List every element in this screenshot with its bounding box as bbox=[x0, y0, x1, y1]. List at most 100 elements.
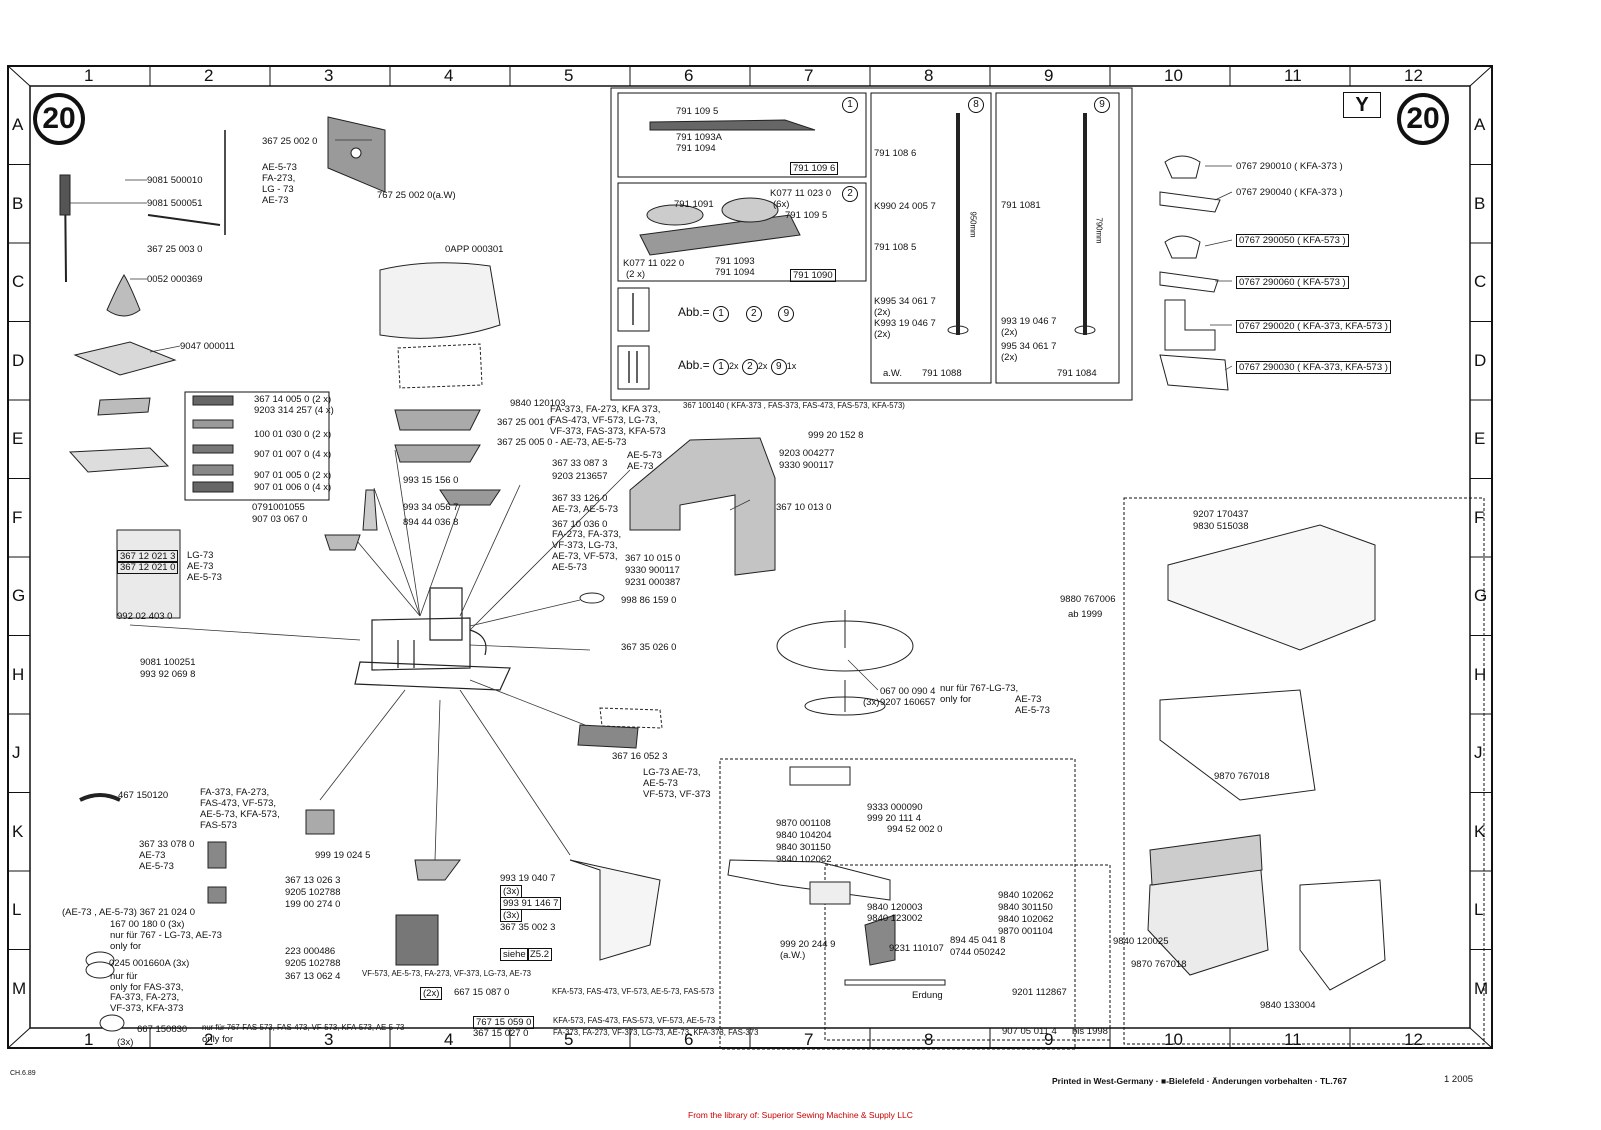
grid-row-D: D bbox=[12, 350, 25, 370]
part-label: K993 19 046 7 bbox=[874, 318, 936, 329]
inset-9-number: 9 bbox=[1094, 97, 1110, 113]
footer-printed: Printed in West-Germany · ■-Bielefeld · … bbox=[1052, 1076, 1347, 1086]
grid-row-C: C bbox=[1474, 272, 1487, 292]
grid-column-1: 1 bbox=[84, 66, 94, 85]
part-label: VF-373, LG-73, bbox=[552, 540, 618, 551]
inset-9-frame bbox=[995, 92, 1120, 384]
part-label: siehe bbox=[500, 948, 529, 961]
grid-row-B: B bbox=[12, 193, 24, 213]
grid-column-7: 7 bbox=[804, 1030, 814, 1049]
part-label: 9840 102062 bbox=[776, 854, 832, 865]
grid-row-M: M bbox=[1474, 978, 1489, 998]
part-label: 9880 767006 bbox=[1060, 594, 1116, 605]
part-label: 0767 290040 ( KFA-373 ) bbox=[1236, 187, 1343, 198]
part-label: 9231 110107 bbox=[889, 943, 944, 954]
part-label: VF-573, AE-5-73, FA-273, VF-373, LG-73, … bbox=[362, 969, 532, 978]
grid-column-4: 4 bbox=[444, 66, 454, 85]
part-label: 907 03 067 0 bbox=[252, 514, 308, 525]
part-label: 9840 120025 bbox=[1113, 936, 1169, 947]
grid-column-7: 7 bbox=[804, 66, 814, 85]
part-label: 9830 515038 bbox=[1193, 521, 1249, 532]
part-label: 999 20 244 9 bbox=[780, 939, 836, 950]
part-label: K077 11 023 0 bbox=[770, 188, 832, 199]
part-label: 9333 000090 bbox=[867, 802, 923, 813]
part-label: 367 12 021 0 bbox=[117, 561, 179, 574]
part-label: 9205 102788 bbox=[285, 958, 341, 969]
part-label: FA-373, FA-273, bbox=[110, 992, 180, 1003]
part-label: 0052 000369 bbox=[147, 274, 203, 285]
grid-row-K: K bbox=[12, 821, 24, 841]
page-badge-right: 20 bbox=[1397, 93, 1449, 145]
abb-qty: 1x bbox=[786, 361, 797, 371]
grid-row-C: C bbox=[12, 272, 25, 292]
grid-column-2: 2 bbox=[204, 66, 214, 85]
part-label: only for bbox=[202, 1034, 234, 1045]
grid-row-J: J bbox=[12, 743, 21, 763]
part-label: 767 15 059 0 bbox=[473, 1016, 535, 1029]
grid-row-L: L bbox=[1474, 900, 1484, 920]
part-label: FA-373, FA-273, VF-373, LG-73, AE-73, KF… bbox=[553, 1028, 759, 1037]
part-label: 994 52 002 0 bbox=[887, 824, 943, 835]
part-label: 9203 213657 bbox=[552, 471, 608, 482]
part-label: 9207 160657 bbox=[880, 697, 936, 708]
part-label: AE-5-73 bbox=[1015, 705, 1050, 716]
inset-9-assembly-label: 791 1084 bbox=[1057, 368, 1097, 379]
part-label: only for bbox=[110, 941, 142, 952]
inset-8-dimension: 950mm bbox=[968, 211, 978, 238]
motor-assembly-frame bbox=[719, 758, 1076, 1050]
grid-column-3: 3 bbox=[324, 1030, 334, 1049]
part-label: 999 19 024 5 bbox=[315, 850, 371, 861]
inset-8-frame bbox=[870, 92, 992, 384]
grid-column-9: 9 bbox=[1044, 66, 1054, 85]
page-badge-text: 20 bbox=[1406, 102, 1440, 135]
part-label: 9047 000011 bbox=[180, 341, 235, 352]
part-label: K077 11 022 0 bbox=[623, 258, 685, 269]
abb-qty: 2x bbox=[729, 361, 739, 371]
part-label: 791 1094 bbox=[715, 267, 755, 278]
inset-8-aw: a.W. bbox=[883, 368, 903, 379]
part-label: (3x) bbox=[500, 909, 523, 922]
part-label: 9870 001104 bbox=[998, 926, 1053, 937]
grid-row-F: F bbox=[1474, 507, 1485, 527]
part-label: 167 00 180 0 (3x) bbox=[110, 919, 185, 930]
abb-circle: 2 bbox=[741, 359, 758, 375]
part-label: Z5.2 bbox=[527, 948, 553, 961]
part-label: 0744 050242 bbox=[950, 947, 1006, 958]
part-label: 791 1081 bbox=[1001, 200, 1041, 211]
part-label: 9840 301150 bbox=[998, 902, 1053, 913]
grid-row-E: E bbox=[12, 429, 24, 449]
publisher-logo-icon: ■ bbox=[1160, 1076, 1167, 1086]
grid-column-10: 10 bbox=[1164, 1030, 1183, 1049]
part-qty: (2x) bbox=[874, 329, 891, 340]
part-label: nur für 767 - LG-73, AE-73 bbox=[110, 930, 222, 941]
grid-row-G: G bbox=[12, 586, 26, 606]
part-label: AE-5-73 bbox=[627, 450, 662, 461]
part-label: 791 1093A bbox=[676, 132, 722, 143]
grid-row-G: G bbox=[1474, 586, 1488, 606]
part-label: 9203 004277 bbox=[779, 448, 835, 459]
abb-circle: 9 bbox=[778, 306, 795, 322]
part-label: 999 20 152 8 bbox=[808, 430, 864, 441]
grid-column-5: 5 bbox=[564, 66, 574, 85]
part-label: 9870 767018 bbox=[1131, 959, 1187, 970]
part-qty: (2x) bbox=[1001, 327, 1018, 338]
part-label: nur für 767-FAS-573, FAS-473, VF-573, KF… bbox=[202, 1023, 405, 1032]
part-label: 9870 767018 bbox=[1214, 771, 1270, 782]
grid-column-1: 1 bbox=[84, 1030, 94, 1049]
part-label: K990 24 005 7 bbox=[874, 201, 936, 212]
inset-2-assembly-label: 791 1090 bbox=[790, 269, 836, 282]
part-label: 0767 290030 ( KFA-373, KFA-573 ) bbox=[1236, 361, 1391, 374]
part-label: AE-5-73, KFA-573, bbox=[200, 809, 280, 820]
part-label: 9231 000387 bbox=[625, 577, 681, 588]
part-label: 100 01 030 0 (2 x) bbox=[254, 429, 332, 440]
abb-circle: 1 bbox=[713, 306, 730, 322]
inset-8-assembly-label: 791 1088 bbox=[922, 368, 962, 379]
part-label: AE-73 bbox=[139, 850, 166, 861]
grid-column-11: 11 bbox=[1284, 1030, 1302, 1049]
part-label: 995 34 061 7 bbox=[1001, 341, 1057, 352]
part-label: 9840 120103 bbox=[510, 398, 566, 409]
grid-row-H: H bbox=[1474, 664, 1487, 684]
abb-prefix: Abb.= bbox=[678, 305, 710, 319]
part-label: LG-73 AE-73, bbox=[643, 767, 701, 778]
part-label: 367 100140 ( KFA-373 , FAS-373, FAS-473,… bbox=[683, 401, 905, 410]
